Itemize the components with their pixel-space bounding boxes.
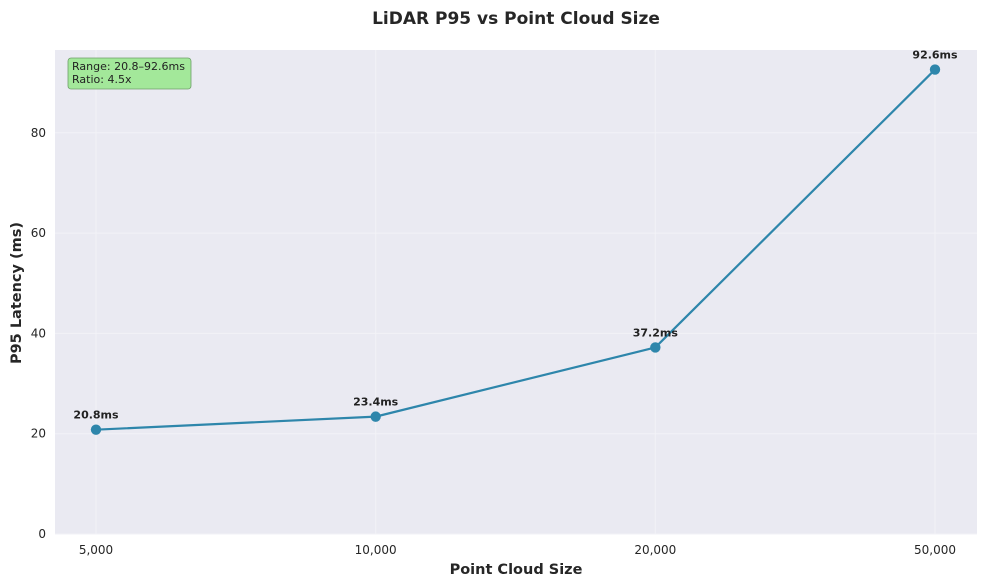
data-point-marker [370,411,381,422]
grid [55,50,977,535]
x-tick-labels: 5,000 10,000 20,000 50,000 [79,543,956,557]
y-tick-label: 20 [31,427,46,441]
data-point-label: 37.2ms [633,326,679,339]
data-point-label: 23.4ms [353,396,399,409]
data-point-label: 20.8ms [73,409,119,422]
data-point-marker [929,64,941,75]
annotation-range-text: Range: 20.8–92.6ms [72,60,185,73]
data-point-marker [650,342,661,353]
x-axis-label: Point Cloud Size [450,562,583,578]
annotation-ratio-text: Ratio: 4.5x [72,73,132,86]
y-tick-label: 80 [31,126,46,140]
data-point-marker [90,424,102,435]
series-line [95,68,936,431]
y-tick-label: 40 [31,326,46,340]
annotation-box-background [67,57,192,90]
plot-area [55,50,977,534]
data-point-label: 92.6ms [912,49,958,62]
y-axis-label: P95 Latency (ms) [9,222,25,364]
y-tick-label: 60 [31,226,46,240]
x-tick-label: 50,000 [914,543,956,557]
x-tick-label: 20,000 [634,543,676,557]
series-line-layer [95,68,936,431]
annotation-box: Range: 20.8–92.6ms Ratio: 4.5x [67,57,192,90]
y-tick-label: 0 [38,527,46,541]
x-tick-label: 10,000 [355,543,397,557]
chart-title: LiDAR P95 vs Point Cloud Size [372,9,660,29]
marker-layer [90,64,941,435]
data-label-layer: 20.8ms 23.4ms 37.2ms 92.6ms [73,49,958,422]
y-tick-labels: 0 20 40 60 80 [31,126,46,541]
x-tick-label: 5,000 [79,543,113,557]
